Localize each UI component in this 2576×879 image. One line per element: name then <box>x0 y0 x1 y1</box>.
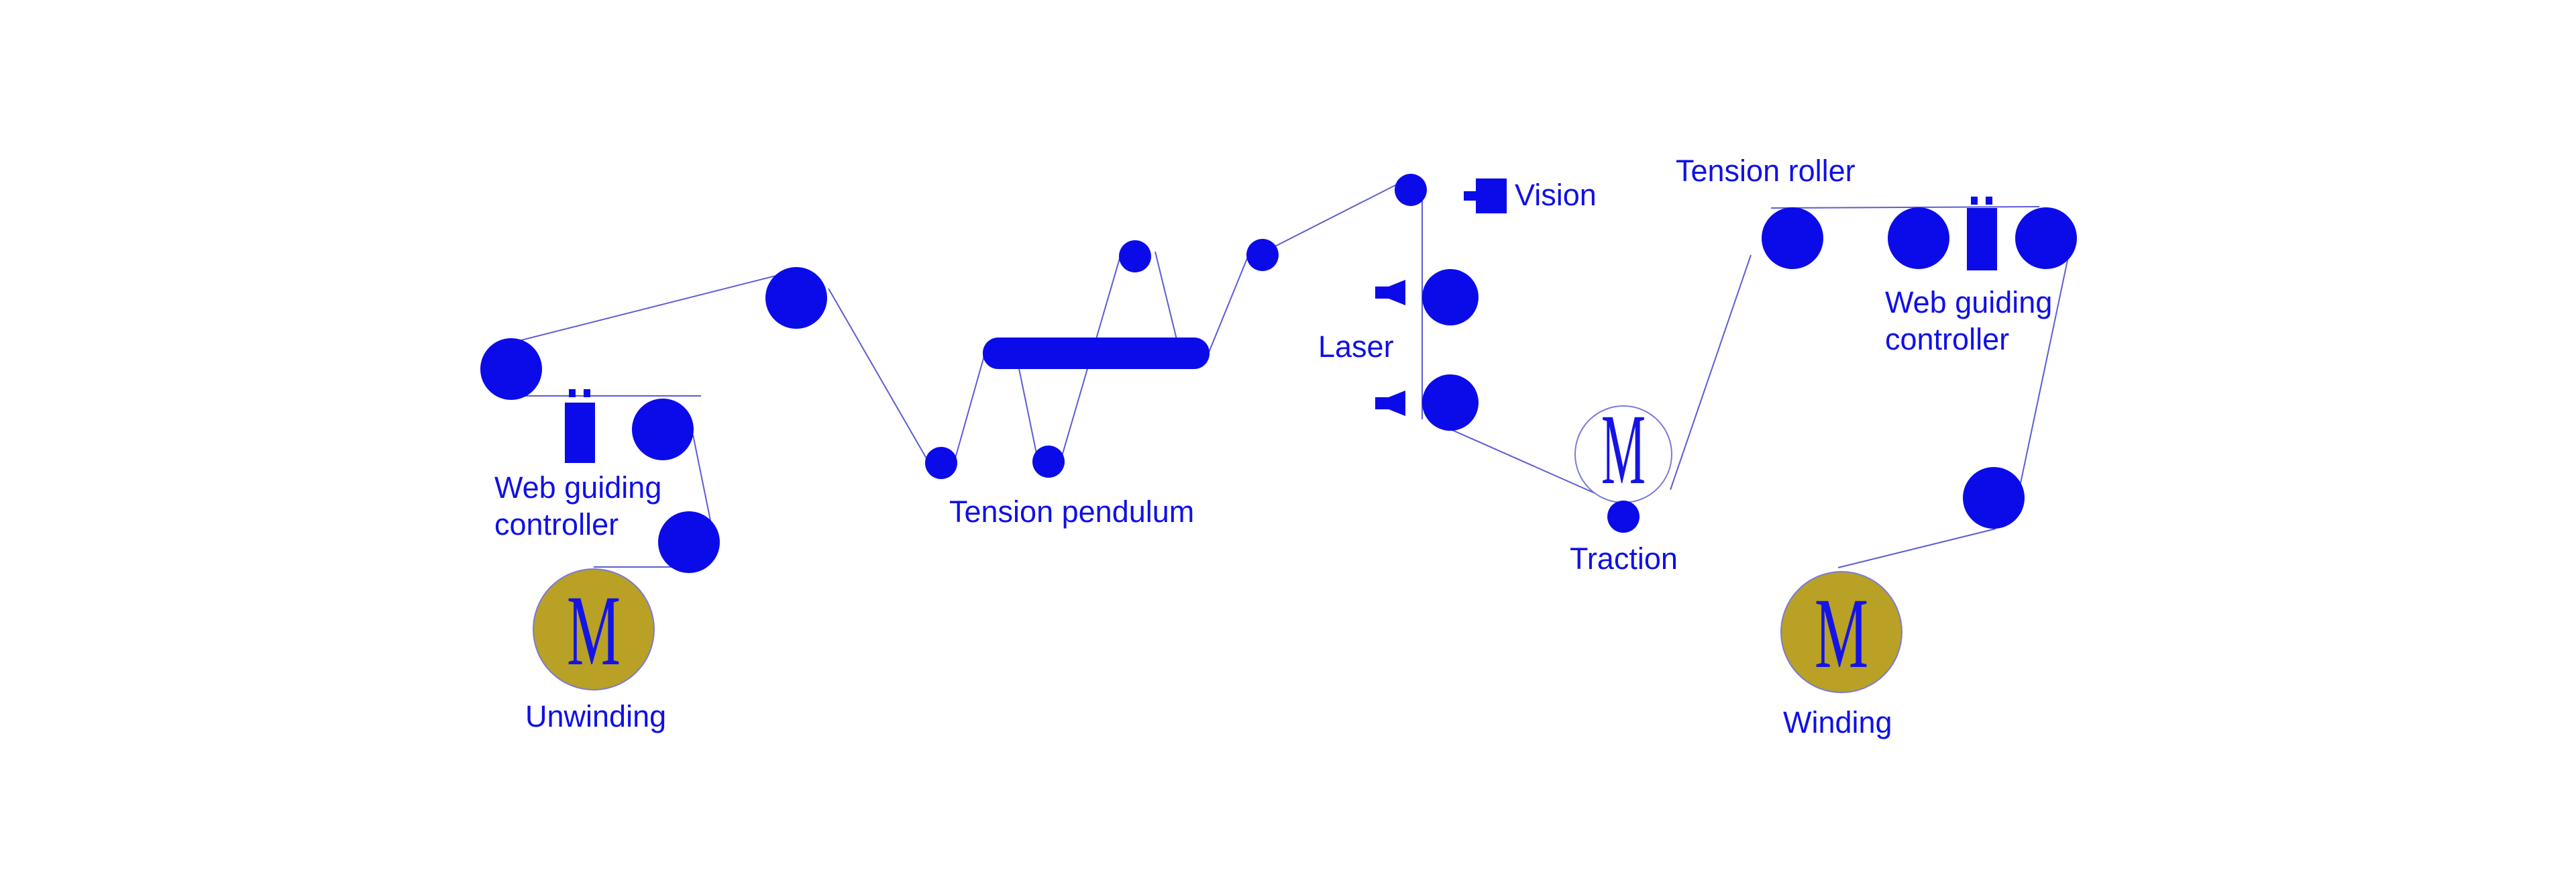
left-web-guiding-label-line1: Web guiding <box>494 470 661 505</box>
left-top-roller <box>480 338 542 400</box>
pendulum-bottom-roller <box>1032 446 1065 478</box>
unwinding-motor-letter: M <box>567 575 621 686</box>
left-guide-roller <box>632 399 694 460</box>
vision-camera-body <box>1476 178 1507 213</box>
laser-label: Laser <box>1318 329 1394 364</box>
unwinding-label: Unwinding <box>525 699 666 733</box>
laser-emitter-top <box>1375 280 1405 305</box>
pendulum-entry-roller <box>925 447 957 479</box>
left-lower-roller <box>658 511 720 573</box>
right-guide-roller-1 <box>1888 207 1949 269</box>
pendulum-exit-roller <box>1246 239 1279 271</box>
vision-roller <box>1395 174 1427 206</box>
tension-pendulum-arm <box>983 338 1210 369</box>
right-web-guiding-label-line1: Web guiding <box>1885 285 2052 319</box>
left-sensor-dot-2 <box>584 389 590 397</box>
vision-label: Vision <box>1515 178 1597 212</box>
laser-roller-top <box>1422 269 1479 325</box>
traction-motor-letter: M <box>1601 394 1646 505</box>
tension-pendulum-label: Tension pendulum <box>949 495 1194 529</box>
unwinding-motor: M <box>533 568 655 690</box>
left-upper-roller <box>765 267 827 329</box>
right-sensor-dot-1 <box>1971 197 1978 205</box>
laser-roller-bottom <box>1422 374 1479 431</box>
right-guide-roller-2 <box>2015 207 2077 269</box>
winding-motor: M <box>1780 571 1902 693</box>
tension-roller <box>1762 207 1823 269</box>
vision-camera-lens <box>1464 191 1479 201</box>
laser-emitter-bottom <box>1375 391 1405 416</box>
tension-roller-label: Tension roller <box>1676 154 1856 188</box>
right-web-guiding-label-line2: controller <box>1885 322 2009 356</box>
right-lower-roller <box>1963 467 2025 529</box>
left-sensor-dot-1 <box>569 389 576 397</box>
pendulum-upper-roller <box>1119 240 1151 272</box>
right-web-guiding-sensor <box>1967 208 1997 270</box>
traction-label: Traction <box>1570 541 1678 576</box>
traction-nip-roller <box>1607 501 1640 533</box>
winding-motor-letter: M <box>1815 578 1868 689</box>
left-web-guiding-sensor <box>565 403 595 463</box>
left-web-guiding-label-line2: controller <box>494 507 619 541</box>
winding-label: Winding <box>1783 705 1892 739</box>
traction-motor: M <box>1574 394 1672 505</box>
web-path <box>513 182 2074 568</box>
right-sensor-dot-2 <box>1986 197 1992 205</box>
